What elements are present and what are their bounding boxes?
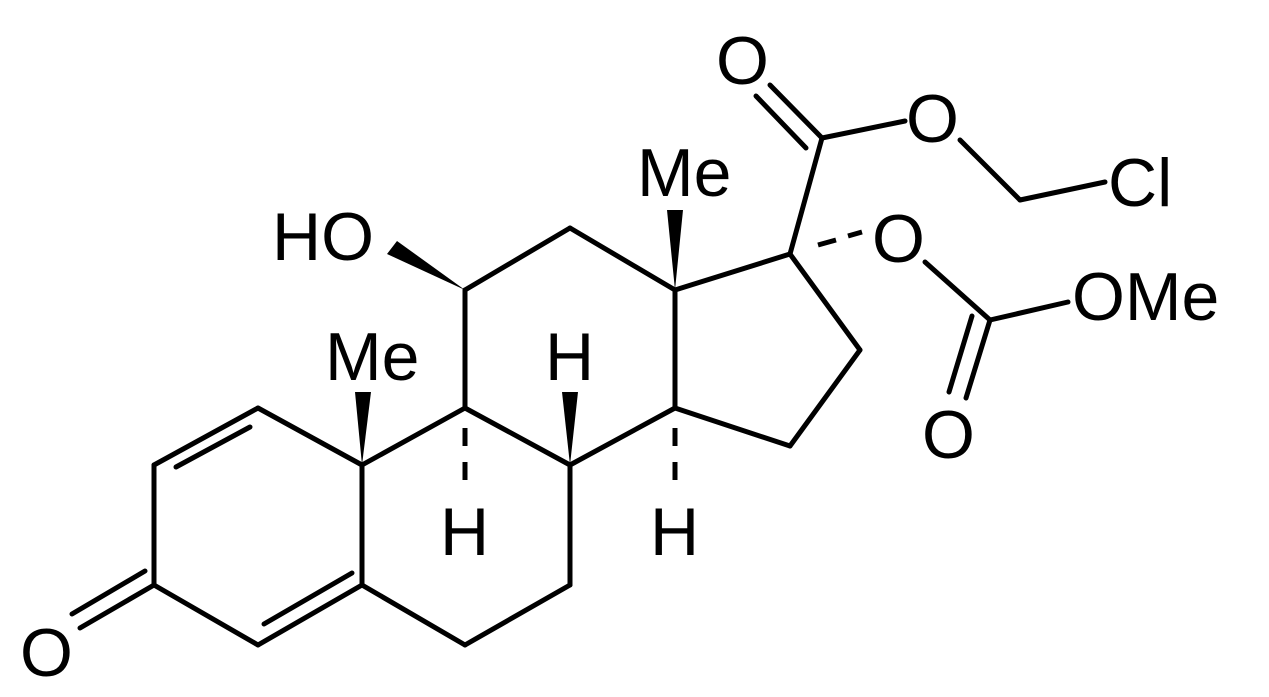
atom-o-carbonyl-ester: O (716, 23, 769, 99)
atom-h-c8: H (545, 319, 594, 395)
bond-c1-c2-double (173, 424, 253, 470)
wedge-c13-methyl (667, 210, 683, 290)
bond-c3-c4 (151, 582, 261, 648)
bond-c20-o-carbonyl-double (753, 93, 809, 151)
atom-ho: HO (272, 199, 374, 275)
bond-c17-c20 (787, 135, 825, 257)
wedge-c8-h (562, 392, 578, 465)
bond-c14-c8 (567, 405, 678, 468)
bond-c3-o-ketone-double (69, 568, 148, 617)
bond-c10-c1 (255, 405, 365, 468)
atom-ome: OMe (1072, 259, 1219, 335)
bond-c15-c14 (672, 405, 793, 449)
hash-c17-o (817, 229, 863, 248)
atom-o-carbonate: O (922, 397, 975, 473)
bond-c-carbonate-o (963, 317, 993, 401)
bond-c6-c7 (462, 582, 573, 648)
bond-c12-c13 (567, 225, 678, 293)
bond-c16-c15 (787, 347, 863, 449)
wedge-c11-hydroxyl (387, 241, 465, 290)
bond-c11-c12 (462, 225, 573, 293)
atom-me-c10: Me (325, 319, 419, 395)
wedge-c10-methyl (355, 392, 371, 465)
atom-o-ketone: O (20, 615, 73, 691)
bond-c20-o-carbonyl (767, 82, 825, 141)
bond-c4-c5 (255, 582, 365, 648)
bond-c9-c10 (359, 405, 468, 468)
bond-c20-o-ester (819, 118, 908, 141)
bond-c3-o-ketone (77, 582, 157, 631)
bond-o17-c-carbonate (922, 259, 993, 323)
bond-c8-c9 (462, 405, 573, 468)
atom-me-c13: Me (637, 135, 731, 211)
bond-c-carbonate-o-double (946, 313, 975, 395)
atom-o-c17: O (872, 201, 925, 277)
bond-c1-c2 (151, 405, 261, 468)
atom-cl: Cl (1108, 145, 1172, 221)
bond-o-ester-ch2 (957, 137, 1023, 203)
bond-c5-c6 (359, 582, 468, 648)
bond-ch2-cl (1017, 179, 1108, 203)
atom-o-ester: O (906, 81, 959, 157)
atom-h-c14: H (650, 494, 699, 570)
atom-h-c9: H (440, 494, 489, 570)
bond-c-carbonate-ome (987, 299, 1071, 323)
bond-c17-c16 (787, 251, 863, 353)
bond-c4-c5-double (261, 570, 355, 627)
bond-c13-c17 (672, 251, 793, 293)
